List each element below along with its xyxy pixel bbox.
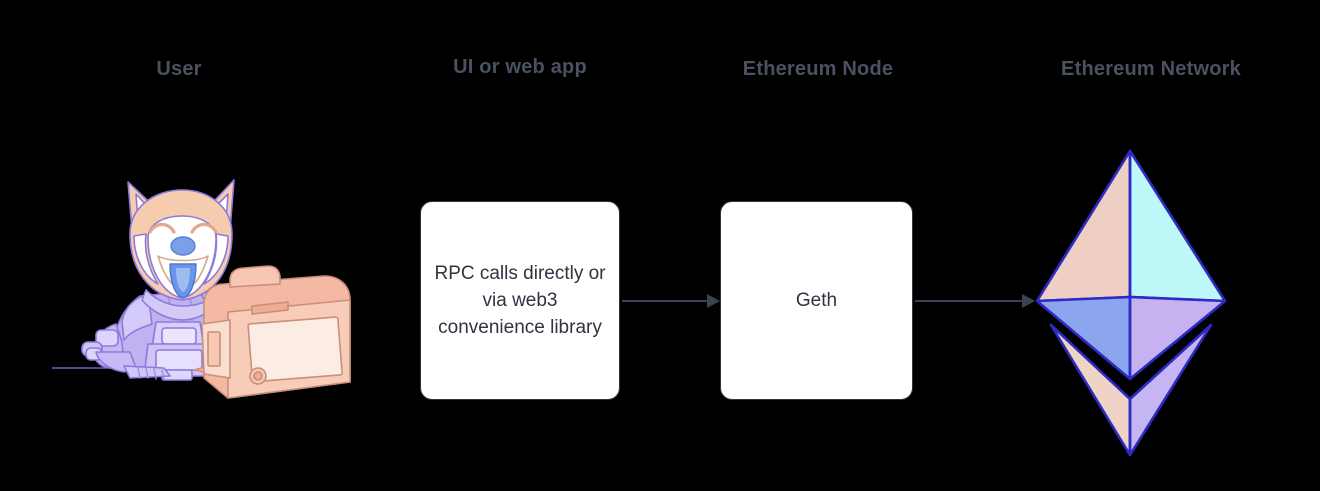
node-box-web-app[interactable]: RPC calls directly or via web3 convenien…	[420, 201, 620, 400]
doge-at-computer-illustration	[51, 172, 372, 410]
arrow-web-app-to-geth	[622, 291, 720, 311]
arrow-shaft	[915, 300, 1023, 302]
ethereum-diamond-logo	[1033, 147, 1229, 459]
node-box-geth-label: Geth	[795, 290, 838, 311]
node-box-geth[interactable]: Geth	[720, 201, 913, 400]
arrow-head	[707, 294, 720, 308]
column-header-ethereum-network: Ethereum Network	[1061, 58, 1241, 80]
column-header-ethereum-node: Ethereum Node	[742, 58, 894, 80]
arrow-shaft	[622, 300, 708, 302]
column-header-ui-or-web-app: UI or web app	[453, 56, 587, 78]
arrow-geth-to-network	[915, 291, 1037, 311]
column-header-user: User	[156, 58, 202, 80]
arrow-head	[1022, 294, 1035, 308]
node-box-web-app-label: RPC calls directly or via web3 convenien…	[434, 263, 606, 338]
